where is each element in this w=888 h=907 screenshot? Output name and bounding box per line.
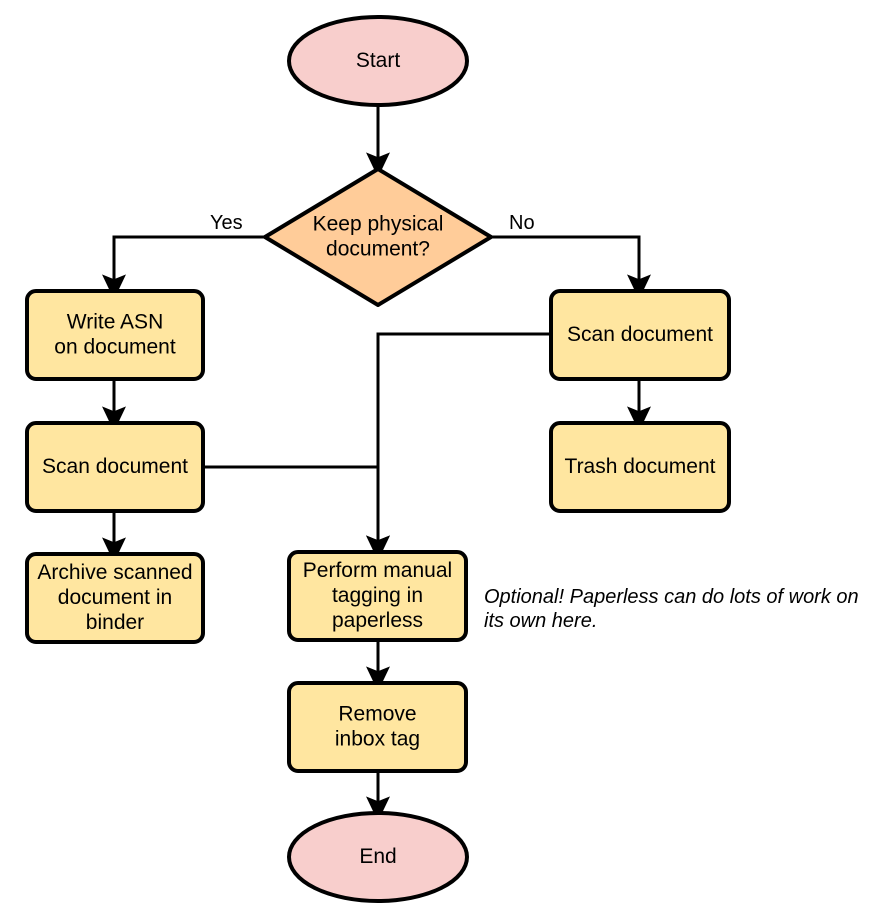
process-shape [549,421,731,513]
process-shape [287,681,468,773]
annotation-optional-note: Optional! Paperless can do lots of work … [484,586,859,632]
process-shape [25,552,205,644]
edge-labels-layer: Yes No [210,212,535,234]
flow-edge [491,235,651,300]
node-label: Scan document [42,455,188,478]
node-label: Start [356,49,401,72]
process-shape [25,421,205,513]
terminator-shape [287,811,469,903]
edge-label-yes: Yes [210,212,243,234]
edge-label-no: No [509,212,535,234]
flow-node-scan-document-left[interactable]: Scan document [25,421,205,513]
process-shape [549,289,731,381]
flow-node-scan-document-right[interactable]: Scan document [549,289,731,381]
node-label: End [359,845,396,868]
node-label: Scan document [567,323,713,346]
flow-edge [102,235,265,300]
process-shape [25,289,205,381]
flow-node-trash-document[interactable]: Trash document [549,421,731,513]
terminator-shape [287,15,469,107]
flow-node-start[interactable]: Start [287,15,469,107]
annotations-layer: Optional! Paperless can do lots of work … [484,586,859,632]
flow-node-end[interactable]: End [287,811,469,903]
node-label: Trash document [565,455,716,478]
edges-layer [102,105,651,822]
process-shape [287,550,468,642]
decision-shape [263,167,493,307]
flow-edge [366,332,551,561]
flow-edge [203,465,390,561]
